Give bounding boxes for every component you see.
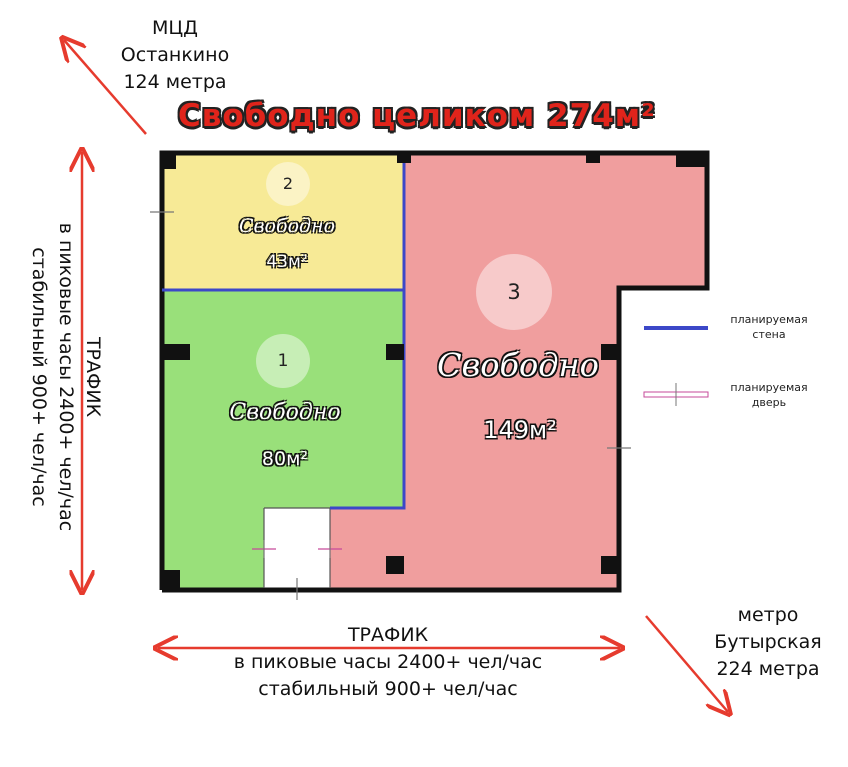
traffic-bottom-stable: стабильный 900+ чел/час	[258, 678, 518, 700]
room-1-number: 1	[277, 351, 289, 371]
column	[386, 556, 404, 574]
mcd-label-line1: МЦД	[152, 17, 198, 39]
room-3-status: Свободно	[437, 346, 599, 384]
column	[676, 155, 707, 167]
column	[162, 344, 190, 360]
column	[586, 155, 600, 163]
arrow-to-mcd	[64, 40, 147, 135]
outer-wall	[159, 150, 710, 593]
room-1-badge: 1	[256, 334, 310, 388]
room-1-area	[162, 290, 404, 588]
room-2-area	[162, 155, 404, 290]
metro-label-line3: 224 метра	[716, 658, 820, 680]
legend-door-label: планируемая дверь	[730, 381, 808, 409]
room-3-number: 3	[507, 280, 521, 304]
room-1-area-label: 80м²	[261, 448, 309, 470]
room-2-status: Свободно	[238, 215, 336, 237]
legend-wall-label: планируемая стена	[730, 313, 808, 341]
mcd-label: МЦД Останкино 124 метра	[95, 15, 255, 96]
column	[386, 344, 404, 360]
planned-door-left	[252, 540, 276, 558]
legend-door-swatch	[643, 383, 709, 406]
arrow-to-metro	[645, 615, 728, 712]
planned-door-right	[318, 540, 342, 558]
room-3-badge: 3	[476, 254, 552, 330]
headline: Свободно целиком 274м²	[178, 98, 656, 134]
planned-wall	[162, 288, 406, 510]
metro-label-line1: метро	[737, 604, 799, 626]
column	[601, 344, 617, 360]
room-3-area	[330, 155, 707, 588]
column	[162, 155, 176, 169]
vestibule	[264, 508, 330, 588]
room-2-badge: 2	[266, 162, 310, 206]
metro-label-line2: Бутырская	[714, 631, 822, 653]
room-2-number: 2	[282, 174, 294, 193]
column	[162, 570, 180, 588]
room-3-area-label: 149м²	[483, 416, 557, 444]
room-1-status: Свободно	[229, 400, 341, 425]
mcd-label-line2: Останкино	[120, 44, 230, 66]
column	[601, 556, 617, 574]
column	[397, 155, 411, 163]
metro-label: метро Бутырская 224 метра	[688, 602, 848, 683]
mcd-label-line3: 124 метра	[123, 71, 227, 93]
room-2-area-label: 43м²	[266, 252, 308, 272]
